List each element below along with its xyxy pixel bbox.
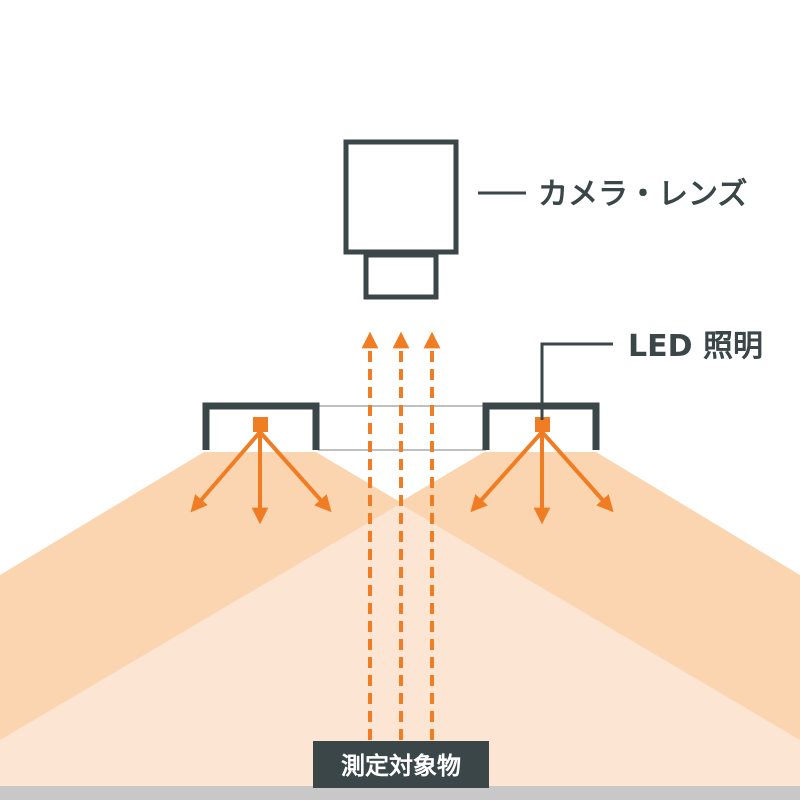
left-led-housing bbox=[202, 402, 320, 450]
right-led-arrow-left bbox=[470, 430, 544, 513]
led-chip-icon bbox=[253, 417, 268, 432]
target-object-label: 測定対象物 bbox=[341, 752, 461, 780]
led-leader-line bbox=[540, 342, 613, 420]
camera-lens-label: カメラ・レンズ bbox=[538, 177, 747, 212]
beam-overlap-region bbox=[0, 504, 800, 800]
left-led-arrow-right bbox=[258, 430, 332, 513]
camera-body-icon bbox=[343, 139, 459, 255]
right-led-arrow-right bbox=[540, 430, 614, 513]
lens-icon bbox=[363, 252, 439, 300]
led-chip-icon bbox=[535, 417, 550, 432]
ground bbox=[0, 786, 800, 800]
led-lighting-label: LED 照明 bbox=[628, 329, 763, 364]
left-led-arrow-left bbox=[190, 430, 262, 513]
target-object-box bbox=[313, 741, 489, 788]
